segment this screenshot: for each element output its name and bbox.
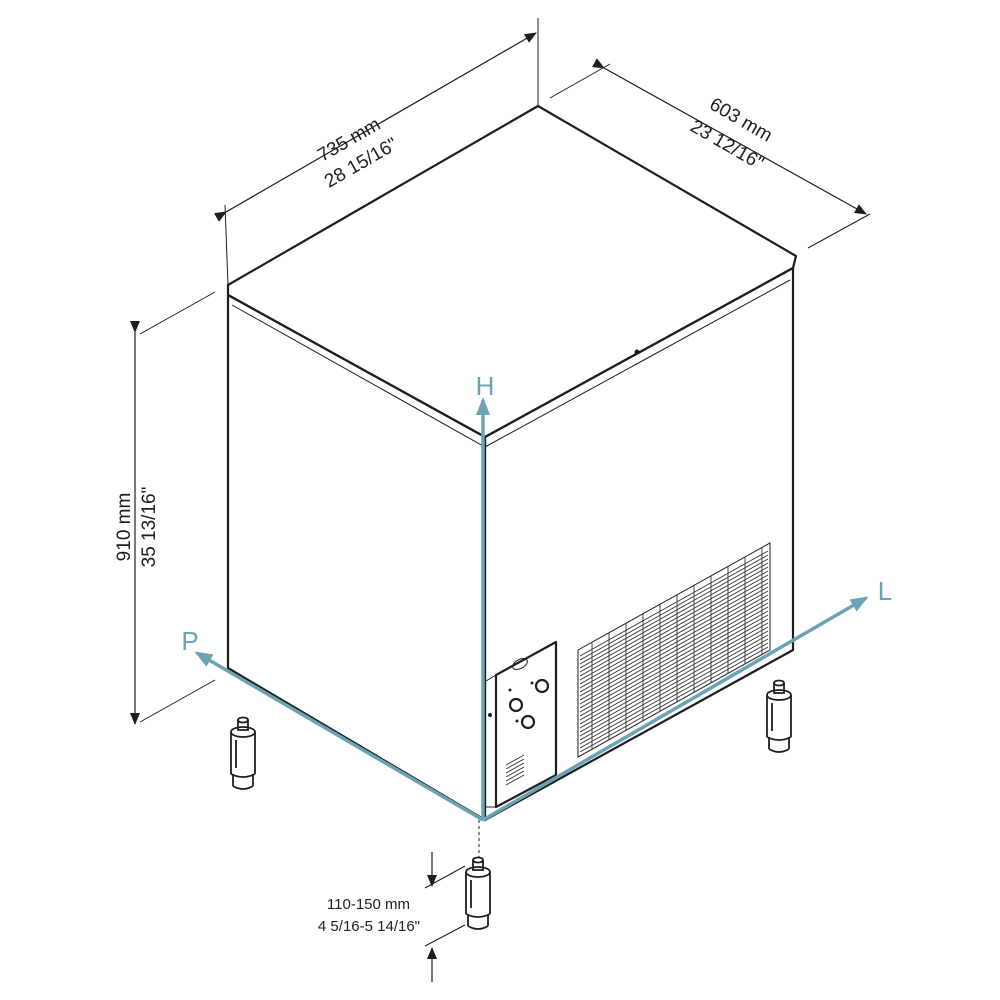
axis-height-label: H [476, 371, 495, 401]
cabinet [226, 104, 798, 822]
cabinet-lid-edge [227, 267, 794, 439]
panel-dot-icon [515, 719, 519, 723]
leg-front [465, 856, 491, 930]
control-knob-icon[interactable] [534, 678, 550, 694]
lid-screw-icon [634, 349, 640, 355]
control-knob-icon[interactable] [508, 697, 524, 713]
axis-length-label: L [878, 576, 892, 606]
cabinet-right-face [483, 268, 795, 822]
legs [230, 679, 792, 930]
height-mm-label: 910 mm [114, 493, 135, 562]
axis-depth [194, 651, 484, 822]
vent-grille [577, 542, 771, 758]
panel-dot-icon [508, 688, 512, 692]
control-knob-icon[interactable] [520, 714, 536, 730]
control-panel-plate [494, 640, 558, 809]
control-panel [485, 640, 558, 809]
height-in-label: 35 13/16" [139, 487, 160, 568]
vent-grille-frame [577, 542, 771, 758]
axis-length [482, 596, 869, 822]
dimension-height: 910 mm 35 13/16" [114, 291, 216, 725]
leg-left [230, 716, 256, 790]
cabinet-left-face [226, 295, 487, 822]
vent-grille-icon [579, 547, 769, 757]
panel-screw-icon [488, 713, 492, 717]
control-panel-edge [485, 674, 497, 808]
legs-in-label: 4 5/16-5 14/16" [318, 918, 420, 935]
axes: H L P [181, 371, 892, 822]
dimension-depth: 603 mm 23 12/16" [549, 58, 871, 249]
legs-mm-label: 110-150 mm [327, 896, 410, 913]
dimension-legs: 110-150 mm 4 5/16-5 14/16" [318, 820, 480, 982]
cabinet-top-face [226, 104, 798, 439]
leg-right [766, 679, 792, 753]
axis-depth-label: P [181, 626, 198, 656]
panel-grille-icon [505, 754, 525, 786]
dimension-width: 735 mm 28 15/16" [213, 18, 539, 286]
panel-dot-icon [530, 681, 534, 685]
indicator-light-icon [512, 658, 528, 670]
